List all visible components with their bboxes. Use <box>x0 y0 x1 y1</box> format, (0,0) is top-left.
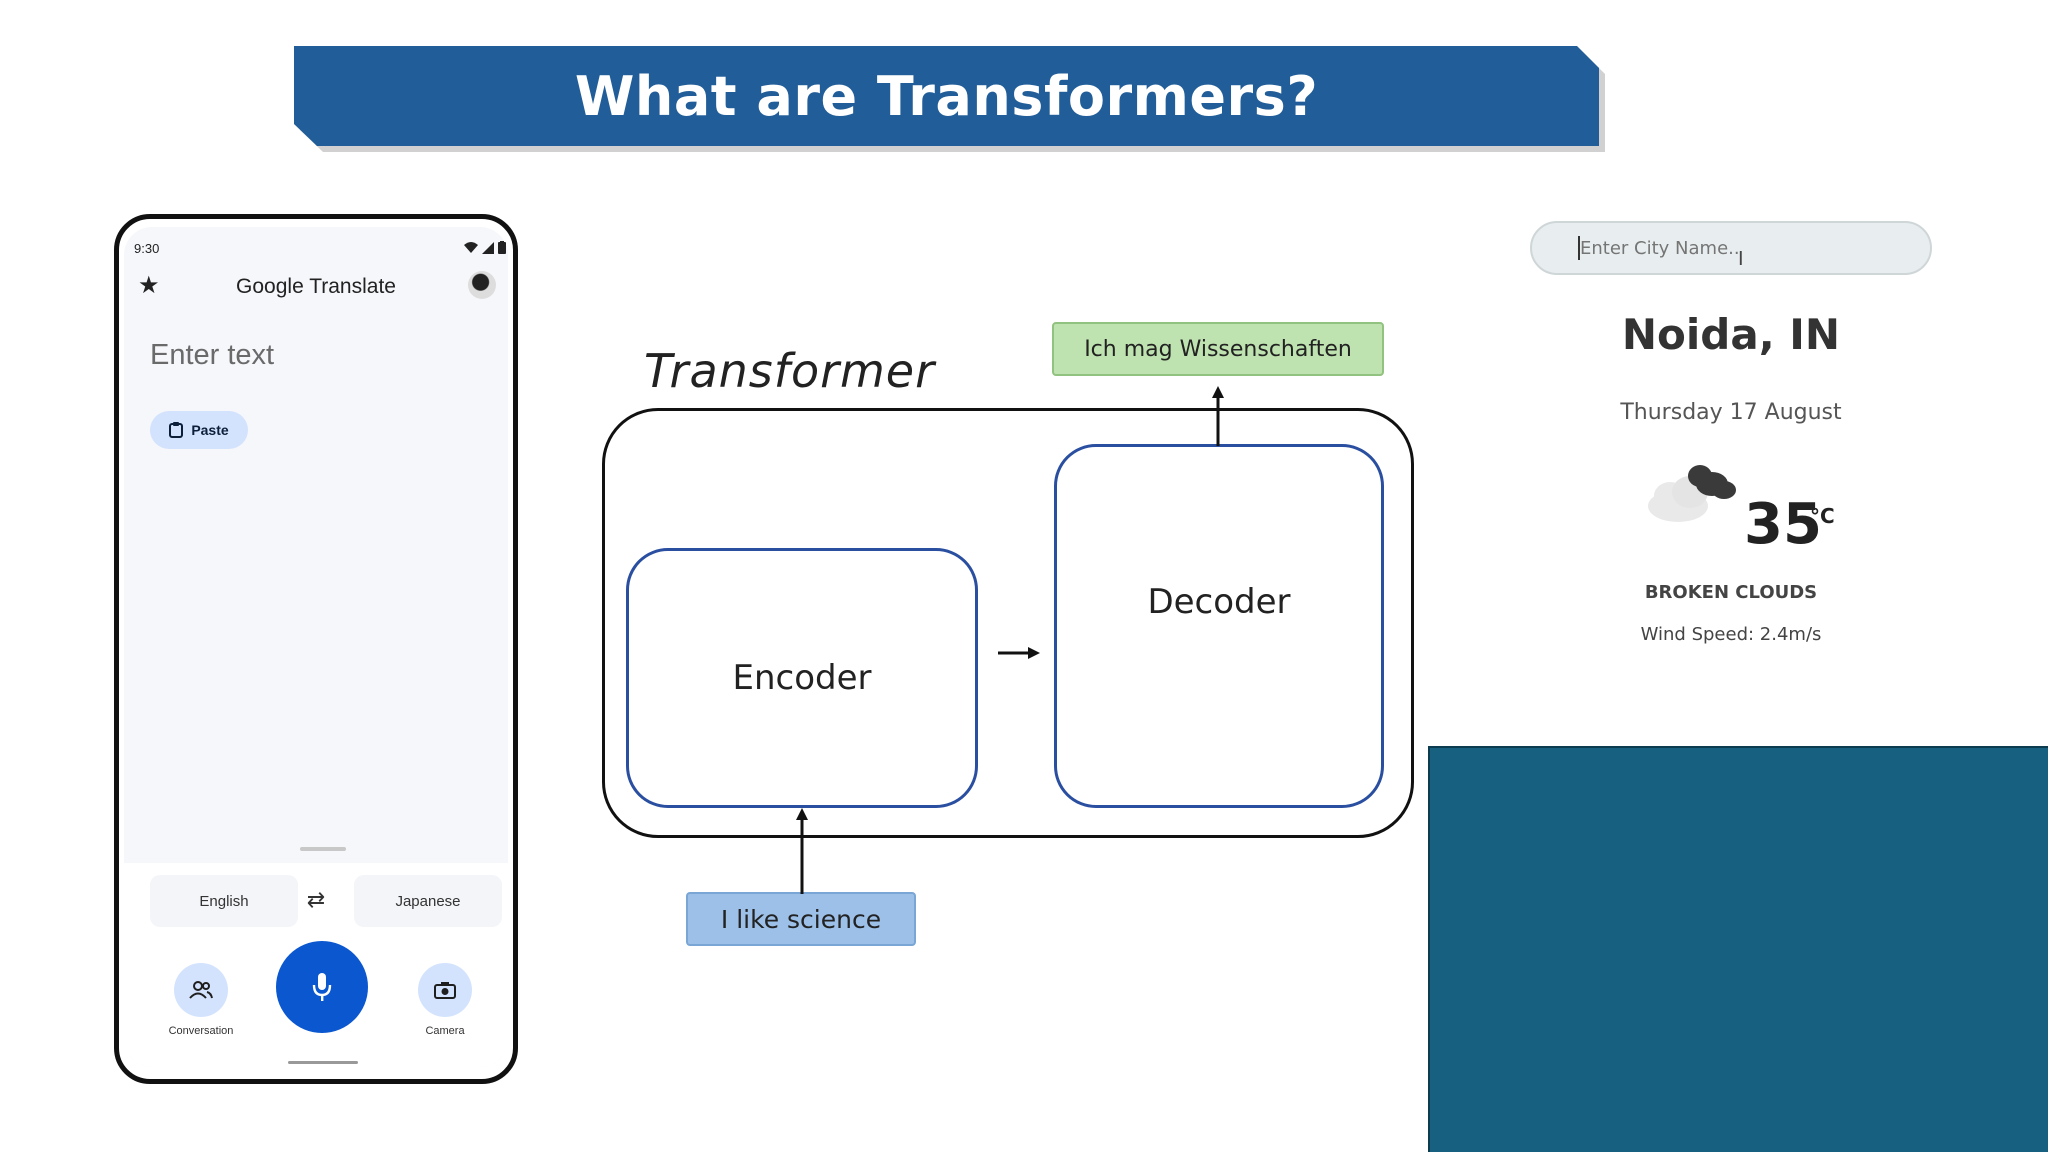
weather-date: Thursday 17 August <box>1620 400 1842 425</box>
drag-handle[interactable] <box>300 847 346 851</box>
camera-icon <box>434 982 456 999</box>
decoder-label: Decoder <box>1147 581 1291 622</box>
translate-app: 9:30 ★ Google Translate Enter text Paste… <box>124 227 508 1067</box>
star-icon[interactable]: ★ <box>138 272 160 299</box>
encoder-block: Encoder <box>626 548 978 808</box>
camera-button[interactable] <box>418 963 472 1017</box>
city-search-input[interactable] <box>1530 221 1932 275</box>
input-text-box: I like science <box>686 892 916 946</box>
input-arrow <box>796 808 808 894</box>
status-icons <box>464 241 506 254</box>
language-bar: English ⇄ Japanese Conversation Camera <box>124 863 508 1067</box>
status-bar: 9:30 <box>134 241 506 261</box>
encoder-label: Encoder <box>732 658 872 698</box>
output-text-box: Ich mag Wissenschaften <box>1052 322 1384 376</box>
title-banner: What are Transformers? <box>294 46 1599 146</box>
broken-clouds-icon <box>1648 465 1736 522</box>
text-input[interactable]: Enter text <box>150 339 275 371</box>
city-name: Noida, IN <box>1621 310 1841 359</box>
signal-icon <box>482 241 494 254</box>
conversation-label: Conversation <box>168 1025 234 1037</box>
encoder-to-decoder-arrow <box>998 647 1040 659</box>
temperature-value: 35 <box>1744 492 1822 557</box>
clipboard-icon <box>169 422 184 438</box>
decoder-block: Decoder <box>1054 444 1384 808</box>
paste-button[interactable]: Paste <box>150 411 248 449</box>
temperature-unit: °C <box>1810 504 1835 528</box>
conversation-button[interactable] <box>174 963 228 1017</box>
status-time: 9:30 <box>134 241 160 256</box>
swap-icon[interactable]: ⇄ <box>306 887 326 912</box>
app-header: ★ Google Translate <box>124 267 508 307</box>
battery-icon <box>498 241 506 254</box>
slide-title: What are Transformers? <box>574 64 1319 128</box>
teal-panel <box>1428 746 2048 1152</box>
transformer-container <box>602 408 1414 838</box>
paste-label: Paste <box>191 422 229 438</box>
microphone-button[interactable] <box>276 941 368 1033</box>
text-caret <box>1578 236 1580 260</box>
wifi-icon <box>464 241 478 253</box>
home-indicator <box>288 1061 358 1064</box>
phone-frame: 9:30 ★ Google Translate Enter text Paste… <box>114 214 518 1084</box>
app-title: Google Translate <box>236 275 396 298</box>
weather-description: BROKEN CLOUDS <box>1644 582 1818 603</box>
camera-label: Camera <box>425 1025 465 1037</box>
diagram-title: Transformer <box>644 344 936 398</box>
output-arrow <box>1212 386 1224 446</box>
people-icon <box>189 981 213 999</box>
wind-speed: Wind Speed: 2.4m/s <box>1640 624 1822 645</box>
microphone-icon <box>312 973 332 1001</box>
avatar[interactable] <box>468 271 496 299</box>
text-cursor-icon: I <box>1738 248 1744 270</box>
transformer-diagram: Transformer Ich mag Wissenschaften Encod… <box>590 310 1430 950</box>
target-language-button[interactable]: Japanese <box>354 875 502 927</box>
source-language-button[interactable]: English <box>150 875 298 927</box>
